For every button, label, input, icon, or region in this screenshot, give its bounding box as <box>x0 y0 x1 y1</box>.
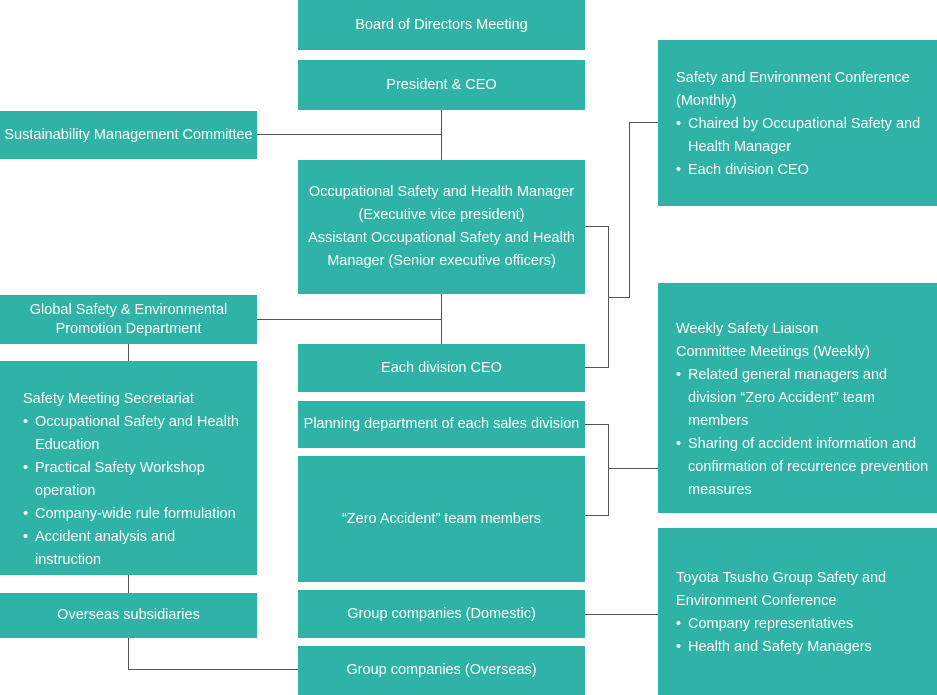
ohs-manager-line2: (Executive vice president) <box>358 207 525 223</box>
bracket-planning-zero <box>585 424 609 516</box>
division-ceo-box: Each division CEO <box>298 344 585 392</box>
global-dept-line2: Promotion Department <box>55 320 202 337</box>
toyota-conference-item: Health and Safety Managers <box>676 636 897 659</box>
president-ceo-box: President & CEO <box>298 60 585 110</box>
global-dept-line1: Global Safety & Environmental <box>29 301 228 318</box>
toyota-conference-item: Company representatives <box>676 613 897 636</box>
secretariat-item: Practical Safety Workshop operation <box>23 457 243 503</box>
sustainability-committee-label: Sustainability Management Committee <box>4 126 253 143</box>
secretariat-item: Accident analysis and instruction <box>23 526 243 572</box>
secretariat-item: Occupational Safety and Health Education <box>23 411 243 457</box>
planning-department-label: Planning department of each sales divisi… <box>303 416 580 432</box>
conference-title: Safety and Environment Conference (Month… <box>676 70 910 109</box>
weekly-liaison-box: Weekly Safety Liaison Committee Meetings… <box>658 283 937 513</box>
division-ceo-label: Each division CEO <box>381 359 502 376</box>
conference-list: Chaired by Occupational Safety and Healt… <box>676 113 925 182</box>
overseas-subsidiaries-box: Overseas subsidiaries <box>0 593 257 638</box>
group-domestic-box: Group companies (Domestic) <box>298 590 585 638</box>
group-domestic-label: Group companies (Domestic) <box>347 605 536 622</box>
ohs-manager-line1: Occupational Safety and Health Manager <box>308 184 575 200</box>
board-of-directors-label: Board of Directors Meeting <box>355 16 528 33</box>
connector-to-conference <box>608 122 658 298</box>
weekly-liaison-title-line1: Weekly Safety Liaison <box>676 321 819 337</box>
global-dept-box: Global Safety & Environmental Promotion … <box>0 295 257 344</box>
secretariat-title: Safety Meeting Secretariat <box>23 391 194 407</box>
weekly-liaison-list: Related general managers and division “Z… <box>676 364 929 502</box>
sustainability-committee-box: Sustainability Management Committee <box>0 111 257 159</box>
group-overseas-label: Group companies (Overseas) <box>346 662 537 678</box>
conference-item: Each division CEO <box>676 159 925 182</box>
ohs-manager-box: Occupational Safety and Health Manager (… <box>298 160 585 294</box>
conference-box: Safety and Environment Conference (Month… <box>658 40 937 206</box>
zero-accident-box: “Zero Accident” team members <box>298 456 585 582</box>
overseas-subsidiaries-label: Overseas subsidiaries <box>57 607 200 623</box>
toyota-conference-list: Company representatives Health and Safet… <box>676 613 897 659</box>
weekly-liaison-title-line2: Committee Meetings (Weekly) <box>676 344 870 360</box>
ohs-manager-line3: Assistant Occupational Safety and Health <box>308 230 575 246</box>
secretariat-list: Occupational Safety and Health Education… <box>23 411 243 572</box>
toyota-conference-box: Toyota Tsusho Group Safety and Environme… <box>658 528 937 695</box>
secretariat-item: Company-wide rule formulation <box>23 503 243 526</box>
weekly-liaison-item: Related general managers and division “Z… <box>676 364 929 433</box>
planning-department-box: Planning department of each sales divisi… <box>298 401 585 448</box>
board-of-directors-box: Board of Directors Meeting <box>298 0 585 50</box>
group-overseas-box: Group companies (Overseas) <box>298 646 585 695</box>
toyota-conference-title: Toyota Tsusho Group Safety and Environme… <box>676 570 887 609</box>
weekly-liaison-item: Sharing of accident information and conf… <box>676 433 929 502</box>
conference-item: Chaired by Occupational Safety and Healt… <box>676 113 925 159</box>
president-ceo-label: President & CEO <box>386 76 497 93</box>
bracket-ohs-division <box>585 226 609 368</box>
ohs-manager-line4: Manager (Senior executive officers) <box>327 253 556 269</box>
connector-overseas-group <box>128 638 298 670</box>
secretariat-box: Safety Meeting Secretariat Occupational … <box>0 361 257 575</box>
zero-accident-label: “Zero Accident” team members <box>341 510 542 527</box>
